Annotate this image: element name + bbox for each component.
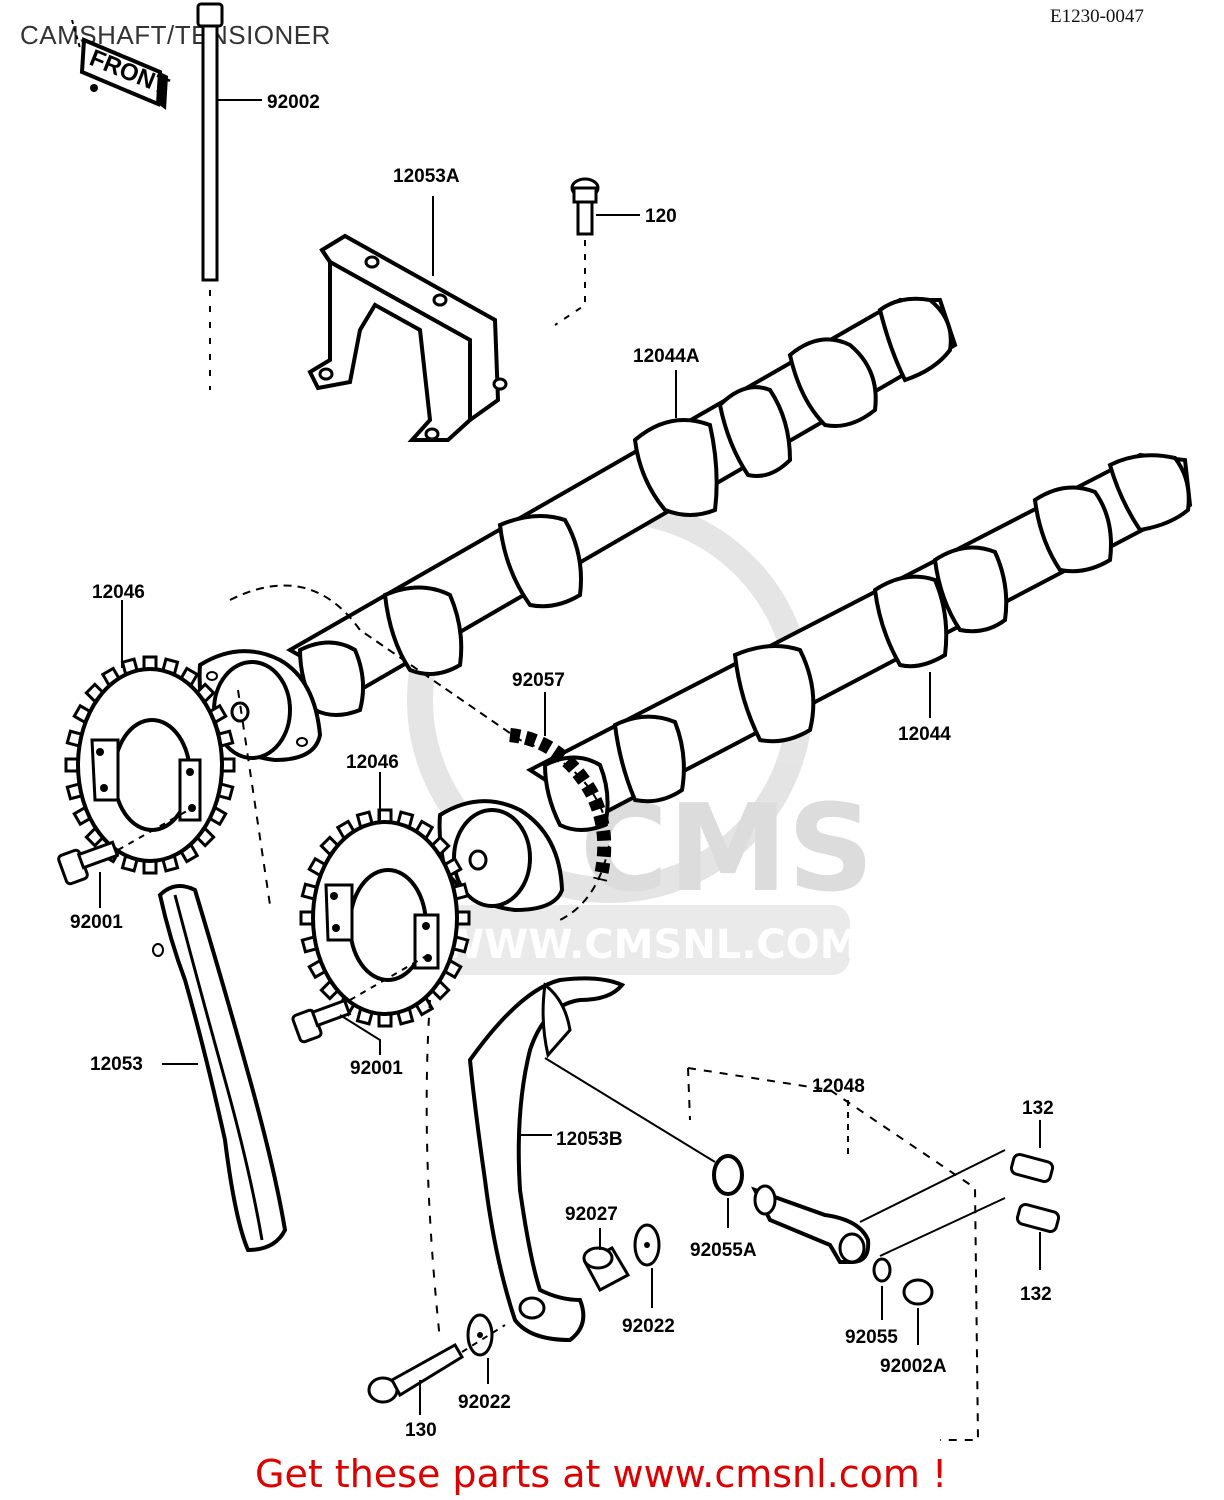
label-92022-lower: 92022 (458, 1392, 511, 1413)
long-bolt-92002 (196, 2, 262, 390)
washer-92022-lower (466, 1313, 494, 1384)
tensioner-12048 (687, 1067, 1006, 1441)
sprocket-12046-middle (299, 772, 471, 1028)
bolt-130 (367, 1324, 506, 1415)
label-12053: 12053 (90, 1054, 143, 1075)
label-12044A: 12044A (633, 346, 700, 367)
plug-92002A (902, 1278, 934, 1345)
label-132-upper: 132 (1022, 1098, 1054, 1119)
label-92002: 92002 (267, 92, 320, 113)
cam-chain-92057 (229, 584, 612, 921)
label-92022-right: 92022 (622, 1316, 675, 1337)
bolt-92001-middle (291, 954, 429, 1055)
label-92055A: 92055A (690, 1240, 757, 1261)
tensioner-arm-12053B (425, 976, 716, 1343)
front-indicator: FRONT (71, 19, 173, 110)
chain-guide-bracket-12053A (307, 196, 508, 442)
label-130: 130 (405, 1420, 437, 1441)
get-parts-link[interactable]: Get these parts at www.cmsnl.com ! (255, 1452, 948, 1496)
washer-92022-right (633, 1223, 661, 1308)
chain-guide-12053 (152, 884, 288, 1253)
bolt-92001-left (57, 807, 193, 908)
label-12046-left: 12046 (92, 582, 145, 603)
label-12053B: 12053B (556, 1129, 623, 1150)
label-12044: 12044 (898, 724, 951, 745)
label-12046-middle: 12046 (346, 752, 399, 773)
label-92002A: 92002A (880, 1356, 947, 1377)
label-92027: 92027 (565, 1204, 618, 1225)
o-ring-92055A (712, 1154, 744, 1228)
label-12048: 12048 (812, 1076, 865, 1097)
label-132-lower: 132 (1020, 1284, 1052, 1305)
label-92001-middle: 92001 (350, 1058, 403, 1079)
camshaft-12044 (526, 452, 1193, 832)
collar-92027 (582, 1228, 631, 1293)
label-92001-left: 92001 (70, 912, 123, 933)
o-ring-92055 (872, 1257, 892, 1320)
bolt-132-upper (1009, 1120, 1055, 1183)
bolt-132-lower (1015, 1203, 1061, 1270)
bolt-120 (554, 177, 640, 326)
camshaft-12044A (285, 296, 958, 717)
label-92057: 92057 (512, 670, 565, 691)
diagram-code: E1230-0047 (1050, 6, 1144, 27)
label-12053A: 12053A (393, 166, 460, 187)
part-labels: 92002 12053A 120 12044A 12046 92057 1204… (70, 92, 1054, 1441)
label-120: 120 (645, 206, 677, 227)
watermark-logo: CMS (580, 780, 874, 919)
watermark-url: WWW.CMSNL.COM (440, 922, 860, 968)
label-92055: 92055 (845, 1327, 898, 1348)
page-title: CAMSHAFT/TENSIONER (20, 20, 331, 50)
